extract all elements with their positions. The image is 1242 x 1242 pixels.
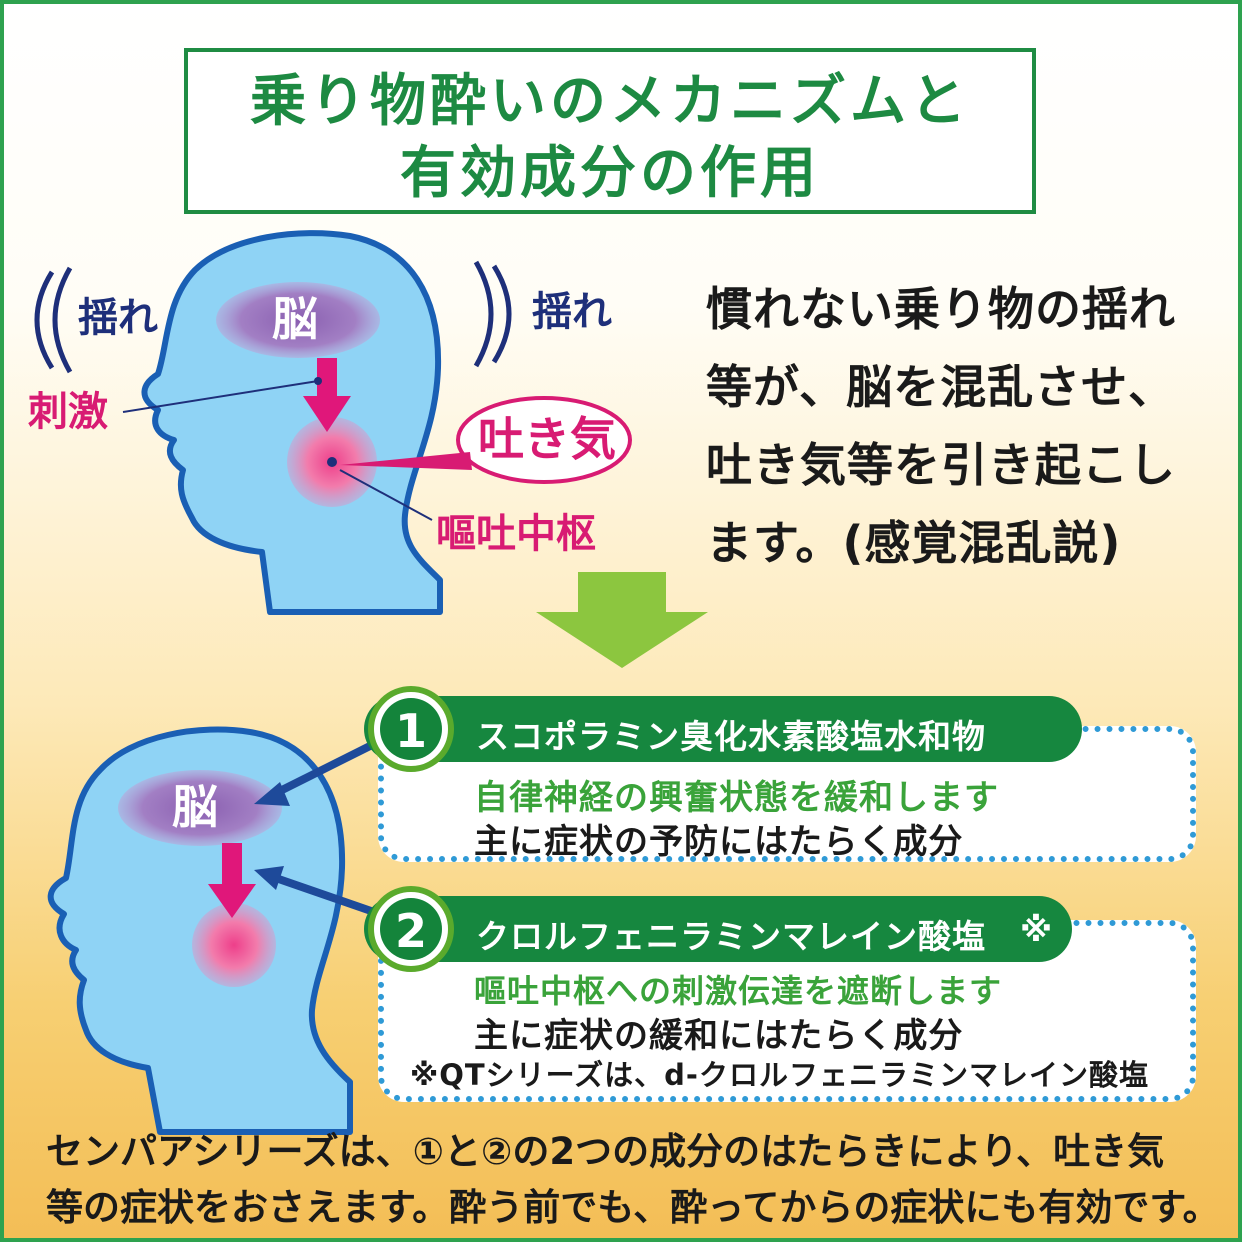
ingredient-2-role: 主に症状の緩和にはたらく成分 <box>474 1016 964 1056</box>
mechanism-description: 慣れない乗り物の揺れ 等が、脳を混乱させ、 吐き気等を引き起こし ます。(感覚混… <box>706 282 1176 570</box>
ingredient-1-name: スコポラミン臭化水素酸塩水和物 <box>476 717 986 756</box>
shake-waves-right <box>473 260 512 368</box>
nausea-label: 吐き気 <box>478 412 616 466</box>
title-box: 乗り物酔いのメカニズムと 有効成分の作用 <box>184 48 1036 214</box>
shake-label-right: 揺れ <box>532 289 612 335</box>
ingredient-1-number-badge: 1 <box>368 686 454 772</box>
bottom-stimulus-arrow-shaft <box>222 843 242 887</box>
stimulus-label: 刺激 <box>28 389 108 435</box>
ingredient-2-effect: 嘔吐中枢への刺激伝達を遮断します <box>474 972 1003 1010</box>
nausea-bubble <box>456 396 632 484</box>
nausea-bubble-tail <box>340 452 472 470</box>
stimulus-arrow-shaft <box>317 358 337 400</box>
brain-area-bottom <box>118 770 282 846</box>
title-line-1: 乗り物酔いのメカニズムと <box>250 69 970 134</box>
bottom-stimulus-arrow-head <box>208 884 256 918</box>
action-arrow-1-head <box>254 782 290 806</box>
summary-text: センパアシリーズは、①と②の2つの成分のはたらきにより、吐き気 等の症状をおさえ… <box>46 1130 1220 1229</box>
ingredient-2-number: 2 <box>394 904 427 958</box>
action-arrow-2-head <box>254 866 284 890</box>
vomiting-center-pointer-line <box>339 469 433 521</box>
ingredient-2-name: クロルフェニラミンマレイン酸塩 <box>476 917 986 956</box>
ingredient-1-number: 1 <box>394 704 427 758</box>
stimulus-pointer-line <box>122 380 319 413</box>
flow-down-arrow <box>536 572 708 668</box>
ingredient-2-note: ※QTシリーズは、d-クロルフェニラミンマレイン酸塩 <box>410 1058 1149 1092</box>
action-arrow-2-shaft <box>268 872 376 916</box>
brain-area-top <box>216 282 380 358</box>
brain-label-top: 脳 <box>272 292 318 346</box>
action-arrow-1-shaft <box>268 740 376 800</box>
ingredient-1-pill: スコポラミン臭化水素酸塩水和物 <box>364 696 1082 762</box>
vomiting-center-bottom <box>192 903 276 987</box>
shake-label-left: 揺れ <box>78 295 158 341</box>
vomiting-center-dot <box>327 457 337 467</box>
ingredient-2-number-badge: 2 <box>368 886 454 972</box>
brain-label-bottom: 脳 <box>172 780 218 834</box>
shake-waves-left <box>34 266 73 374</box>
ingredient-2-pill: クロルフェニラミンマレイン酸塩 ※ <box>364 896 1072 962</box>
title-line-2: 有効成分の作用 <box>400 141 820 206</box>
stimulus-arrow-head <box>303 396 351 432</box>
vomiting-center-label: 嘔吐中枢 <box>436 511 596 557</box>
ingredient-2-mark: ※ <box>1020 910 1054 949</box>
ingredient-1-effect: 自律神経の興奮状態を緩和します <box>474 778 999 818</box>
ingredient-1-role: 主に症状の予防にはたらく成分 <box>474 822 964 862</box>
